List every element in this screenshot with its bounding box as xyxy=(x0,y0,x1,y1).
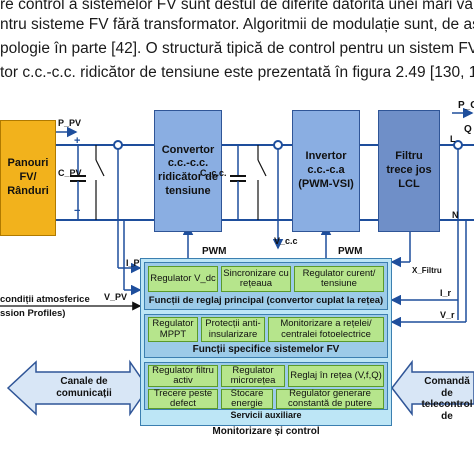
grid-sync: Sincronizare cu rețeaua xyxy=(221,266,291,292)
dc-dc-converter-block: Convertor c.c.-c.c. ridicător de tensiun… xyxy=(154,110,222,232)
label-v-pv: V_PV xyxy=(104,292,128,302)
grid-regulation: Reglaj în rețea (V,f,Q) xyxy=(288,365,384,387)
anti-islanding-protection: Protecții anti-insularizare xyxy=(201,317,265,342)
text-line-1: re control a sistemelor FV sunt destul d… xyxy=(0,0,474,13)
remote-control-arrow xyxy=(391,359,474,417)
atmospheric-conditions-label: condiții atmosferice xyxy=(0,294,90,305)
microgrid-regulator: Regulator microrețea xyxy=(221,365,285,387)
label-i-pv: I_PV xyxy=(126,258,146,268)
label-plus: + xyxy=(74,135,81,147)
label-c-pv: C_PV xyxy=(58,168,82,178)
label-p-c: P_C xyxy=(458,100,474,111)
lcl-filter-block: Filtru trece jos LCL xyxy=(378,110,440,232)
current-voltage-regulator: Regulator curent/ tensiune xyxy=(294,266,384,292)
label-v-r: V_r xyxy=(440,310,455,320)
inverter-block: Invertor c.c.-c.a (PWM-VSI) xyxy=(292,110,360,232)
label-l: L xyxy=(450,134,456,144)
sensor-pv xyxy=(113,140,123,150)
remote-control-label: Comandă de telecontrol de xyxy=(421,376,473,422)
label-pwm-2: PWM xyxy=(338,246,363,257)
energy-storage: Stocare energie xyxy=(221,388,273,409)
regulator-vdc: Regulator V_dc xyxy=(148,266,218,292)
label-minus: − xyxy=(74,205,81,217)
label-p-pv: P_PV xyxy=(58,118,82,128)
pv-specific-title: Funcții specifice sistemelor FV xyxy=(192,344,340,355)
mission-profiles-label: ssion Profiles) xyxy=(0,308,66,319)
main-section-title: Funcții de reglaj principal (convertor c… xyxy=(148,295,384,306)
label-n: N xyxy=(452,210,459,220)
mppt-regulator: Regulator MPPT xyxy=(148,317,198,342)
label-c-cc: C_c.c. xyxy=(200,168,227,178)
constant-power-regulator: Regulator generare constantă de putere xyxy=(276,388,384,409)
monitoring-control-label: Monitorizare și control xyxy=(212,426,320,437)
sensor-dc xyxy=(273,140,283,150)
text-line-4: tor c.c.-c.c. ridicător de tensiune este… xyxy=(0,64,474,81)
label-x-filtru: X_Filtru xyxy=(412,266,442,275)
label-i-r: I_r xyxy=(440,288,452,298)
text-line-2: ntru sisteme FV fără transformator. Algo… xyxy=(0,16,474,33)
pv-panels-block: Panouri FV/ Rânduri xyxy=(0,120,56,236)
text-line-3: pologie în parte [42]. O structură tipic… xyxy=(0,40,474,57)
label-pwm-1: PWM xyxy=(202,246,227,257)
aux-services-title: Servicii auxiliare xyxy=(230,410,302,420)
label-v-cc: V_c.c xyxy=(274,236,298,246)
active-filter-regulator: Regulator filtru activ xyxy=(148,365,218,387)
comm-channels-label: Canale de comunicații xyxy=(56,376,112,399)
label-q: Q xyxy=(464,124,472,135)
fault-ride-through: Trecere peste defect xyxy=(148,388,218,409)
grid-monitoring: Monitorizare a rețelei/ centralei fotoel… xyxy=(268,317,384,342)
